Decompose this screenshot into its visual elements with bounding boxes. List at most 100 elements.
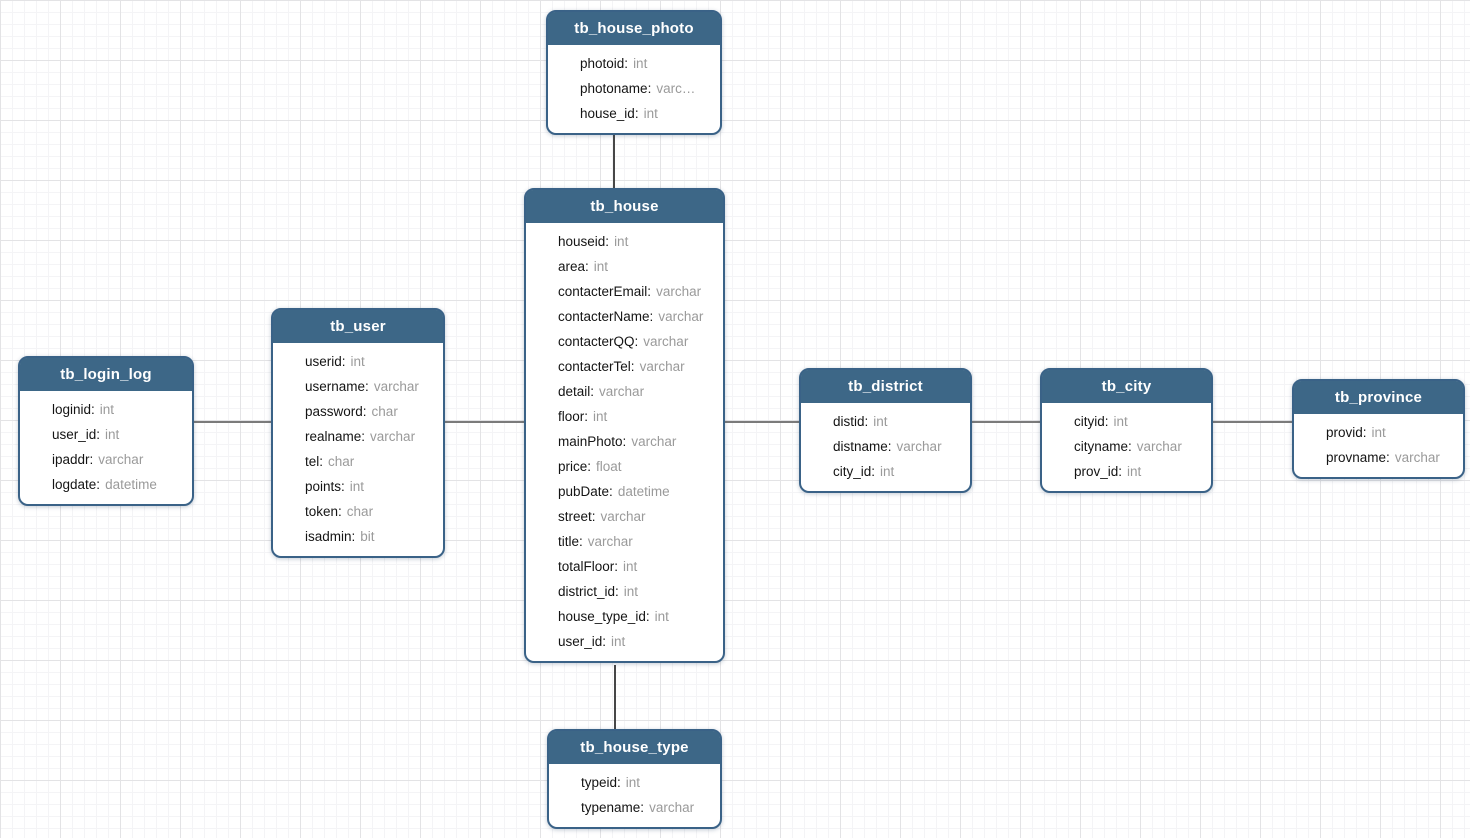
field-row[interactable]: pointsint	[273, 474, 443, 499]
field-row[interactable]: logdatedatetime	[20, 472, 192, 497]
entity-title[interactable]: tb_user	[273, 310, 443, 343]
field-row[interactable]: provnamevarchar	[1294, 445, 1463, 470]
field-name: title	[558, 534, 583, 549]
field-type: varchar	[599, 384, 645, 399]
field-name: photoid	[580, 56, 628, 71]
field-type: int	[593, 409, 608, 424]
field-type: int	[349, 479, 365, 494]
entity-body: cityidint citynamevarchar prov_idint	[1042, 403, 1211, 491]
field-name: contacterQQ	[558, 334, 638, 349]
entity-title[interactable]: tb_house_type	[549, 731, 720, 764]
entity-tb-house-photo[interactable]: tb_house_photo photoidint photonamevarc……	[546, 10, 722, 135]
field-row[interactable]: district_idint	[526, 579, 723, 604]
field-name: city_id	[833, 464, 875, 479]
entity-title[interactable]: tb_house_photo	[548, 12, 720, 45]
field-row[interactable]: houseidint	[526, 229, 723, 254]
field-row[interactable]: house_type_idint	[526, 604, 723, 629]
field-row[interactable]: useridint	[273, 349, 443, 374]
entity-body: useridint usernamevarchar passwordchar r…	[273, 343, 443, 556]
field-row[interactable]: providint	[1294, 420, 1463, 445]
field-row[interactable]: contacterTelvarchar	[526, 354, 723, 379]
connector-house-district	[721, 421, 799, 423]
field-name: loginid	[52, 402, 95, 417]
entity-tb-province[interactable]: tb_province providint provnamevarchar	[1292, 379, 1465, 479]
field-row[interactable]: isadminbit	[273, 524, 443, 549]
field-row[interactable]: cityidint	[1042, 409, 1211, 434]
field-type: char	[346, 504, 374, 519]
field-row[interactable]: city_idint	[801, 459, 970, 484]
field-row[interactable]: mainPhotovarchar	[526, 429, 723, 454]
entity-tb-house[interactable]: tb_house houseidint areaint contacterEma…	[524, 188, 725, 663]
field-row[interactable]: pubDatedatetime	[526, 479, 723, 504]
field-name: contacterName	[558, 309, 653, 324]
field-type: varchar	[600, 509, 646, 524]
field-row[interactable]: contacterEmailvarchar	[526, 279, 723, 304]
field-type: int	[1371, 425, 1386, 440]
field-row[interactable]: loginidint	[20, 397, 192, 422]
field-type: int	[623, 559, 638, 574]
entity-tb-house-type[interactable]: tb_house_type typeidint typenamevarchar	[547, 729, 722, 829]
field-row[interactable]: usernamevarchar	[273, 374, 443, 399]
entity-tb-login-log[interactable]: tb_login_log loginidint user_idint ipadd…	[18, 356, 194, 506]
field-type: varchar	[649, 800, 695, 815]
field-row[interactable]: tokenchar	[273, 499, 443, 524]
field-type: float	[596, 459, 622, 474]
entity-tb-city[interactable]: tb_city cityidint citynamevarchar prov_i…	[1040, 368, 1213, 493]
entity-body: typeidint typenamevarchar	[549, 764, 720, 827]
field-type: int	[643, 106, 658, 121]
entity-title[interactable]: tb_login_log	[20, 358, 192, 391]
field-row[interactable]: photonamevarc…	[548, 76, 720, 101]
entity-tb-user[interactable]: tb_user useridint usernamevarchar passwo…	[271, 308, 445, 558]
field-row[interactable]: realnamevarchar	[273, 424, 443, 449]
field-name: typeid	[581, 775, 621, 790]
field-name: houseid	[558, 234, 609, 249]
field-row[interactable]: telchar	[273, 449, 443, 474]
field-row[interactable]: user_idint	[526, 629, 723, 654]
field-type: varchar	[1394, 450, 1440, 465]
field-row[interactable]: prov_idint	[1042, 459, 1211, 484]
entity-title[interactable]: tb_district	[801, 370, 970, 403]
field-name: realname	[305, 429, 365, 444]
field-name: totalFloor	[558, 559, 618, 574]
field-row[interactable]: floor int	[526, 404, 723, 429]
connector-user-house	[441, 421, 524, 423]
field-row[interactable]: areaint	[526, 254, 723, 279]
field-row[interactable]: photoidint	[548, 51, 720, 76]
field-name: street	[558, 509, 596, 524]
entity-title[interactable]: tb_city	[1042, 370, 1211, 403]
field-row[interactable]: typenamevarchar	[549, 795, 720, 820]
field-name: cityname	[1074, 439, 1132, 454]
field-row[interactable]: ipaddr varchar	[20, 447, 192, 472]
field-row[interactable]: user_idint	[20, 422, 192, 447]
field-type: varchar	[643, 334, 689, 349]
field-row[interactable]: typeidint	[549, 770, 720, 795]
field-name: house_type_id	[558, 609, 650, 624]
field-row[interactable]: house_id int	[548, 101, 720, 126]
field-type: varchar	[98, 452, 144, 467]
field-name: logdate	[52, 477, 100, 492]
field-row[interactable]: pricefloat	[526, 454, 723, 479]
entity-tb-district[interactable]: tb_district distidint distnamevarchar ci…	[799, 368, 972, 493]
entity-title[interactable]: tb_house	[526, 190, 723, 223]
field-row[interactable]: distidint	[801, 409, 970, 434]
field-row[interactable]: street varchar	[526, 504, 723, 529]
field-row[interactable]: passwordchar	[273, 399, 443, 424]
field-row[interactable]: contacterQQ varchar	[526, 329, 723, 354]
field-row[interactable]: totalFloor int	[526, 554, 723, 579]
field-type: int	[350, 354, 365, 369]
field-name: ipaddr	[52, 452, 93, 467]
field-row[interactable]: distnamevarchar	[801, 434, 970, 459]
field-type: varchar	[631, 434, 677, 449]
field-name: floor	[558, 409, 588, 424]
field-name: isadmin	[305, 529, 355, 544]
field-name: house_id	[580, 106, 639, 121]
field-type: int	[611, 634, 626, 649]
field-name: password	[305, 404, 367, 419]
field-row[interactable]: contacterNamevarchar	[526, 304, 723, 329]
field-row[interactable]: detailvarchar	[526, 379, 723, 404]
field-row[interactable]: citynamevarchar	[1042, 434, 1211, 459]
field-row[interactable]: titlevarchar	[526, 529, 723, 554]
connector-housephoto-house	[613, 133, 615, 188]
entity-title[interactable]: tb_province	[1294, 381, 1463, 414]
